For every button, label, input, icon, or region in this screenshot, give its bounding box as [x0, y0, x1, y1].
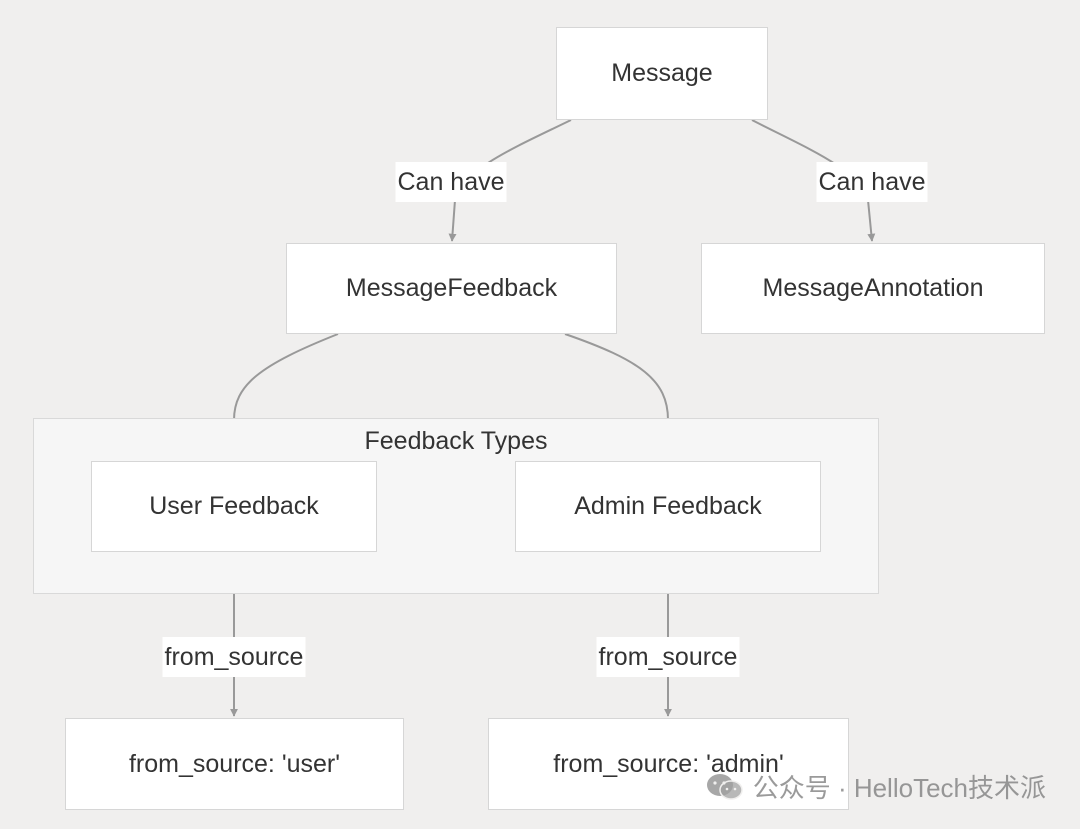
edge-label-can-have-annotation: Can have — [816, 162, 928, 202]
node-user-feedback[interactable]: User Feedback — [91, 461, 377, 552]
watermark-text: 公众号 · HelloTech技术派 — [752, 773, 1046, 803]
edge-feedback-to-admin — [564, 333, 672, 460]
node-admin-feedback[interactable]: Admin Feedback — [515, 461, 821, 552]
wechat-icon — [705, 772, 745, 802]
watermark: 公众号 · HelloTech技术派 — [705, 768, 1046, 805]
cluster-title: Feedback Types — [364, 427, 548, 455]
edge-feedback-to-user — [230, 333, 339, 460]
node-from-source-user[interactable]: from_source: 'user' — [65, 718, 404, 810]
node-message-feedback[interactable]: MessageFeedback — [286, 243, 617, 334]
edge-label-from-source-user: from_source — [162, 637, 306, 677]
node-message[interactable]: Message — [556, 27, 768, 120]
node-from-source-admin[interactable]: from_source: 'admin' — [488, 718, 849, 810]
edge-label-from-source-admin: from_source — [596, 637, 740, 677]
edge-label-can-have-feedback: Can have — [395, 162, 507, 202]
node-message-annotation[interactable]: MessageAnnotation — [701, 243, 1045, 334]
